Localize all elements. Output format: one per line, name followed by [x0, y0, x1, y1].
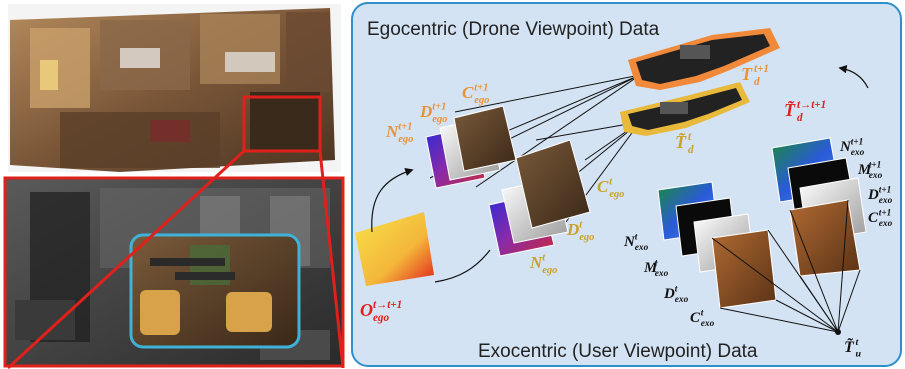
label-superscript: t→t+1 [797, 99, 826, 111]
label-d-ego-t1: Dt+1 ego [419, 101, 447, 124]
label-subscript: ego [609, 189, 624, 200]
drone-t-model [620, 82, 750, 136]
label-superscript: t+1 [754, 63, 769, 75]
exo-t-rgb-frame [711, 229, 777, 309]
label-superscript: t+1 [474, 82, 488, 93]
label-superscript: t [701, 308, 704, 318]
label-subscript: ego [474, 95, 489, 106]
label-subscript: exo [675, 295, 689, 305]
label-superscript: t+1 [879, 208, 892, 218]
label-superscript: t [579, 219, 583, 230]
label-base: T [741, 64, 753, 84]
label-subscript: ego [542, 265, 557, 276]
highlight-region-box [242, 95, 322, 153]
flow-arrow-bottom [434, 249, 491, 283]
label-superscript: t+1 [432, 101, 446, 112]
ego-labels: Ct+1 ego Dt+1 ego Nt+1 ego Ct ego Dt ego Nt eg… [360, 82, 624, 324]
house-reconstruction-view [8, 4, 341, 172]
ego-t1-frame-stack [425, 105, 517, 189]
label-subscript: d [688, 144, 694, 156]
exo-title: Exocentric (User Viewpoint) Data [478, 341, 758, 362]
label-superscript: t [635, 232, 638, 242]
label-superscript: t→t+1 [373, 299, 402, 311]
label-base: M [643, 260, 658, 276]
label-subscript: u [856, 348, 862, 359]
zoomed-room-view [3, 149, 345, 369]
label-subscript: exo [635, 243, 649, 253]
ego-t-frame-stack [488, 139, 591, 257]
label-superscript: t [609, 176, 613, 187]
label-n-ego-t1: Nt+1 ego [385, 121, 413, 144]
ego-title: Egocentric (Drone Viewpoint) Data [367, 19, 660, 40]
drone-t1-model [628, 28, 780, 90]
label-n-ego-t: Nt ego [529, 252, 557, 275]
label-base: M [857, 162, 872, 178]
label-subscript: d [754, 76, 760, 88]
label-base: T̃ [844, 337, 855, 356]
label-superscript: t+1 [869, 160, 882, 170]
label-base: N [839, 139, 852, 155]
label-superscript: t [542, 252, 546, 263]
label-subscript: ego [579, 232, 594, 243]
data-panel: Egocentric (Drone Viewpoint) Data Exocen… [351, 2, 902, 367]
flow-arrow-top [371, 167, 414, 233]
label-base: C [462, 83, 474, 102]
label-d-ego-t: Dt ego [566, 219, 594, 242]
user-camera-point [835, 329, 841, 335]
ego-t-rgb-frame [515, 139, 591, 229]
optical-flow-frame [355, 212, 434, 286]
label-subscript: exo [879, 219, 893, 229]
label-superscript: t+1 [398, 121, 412, 132]
label-subscript: ego [373, 312, 390, 324]
label-base: N [529, 253, 543, 272]
label-subscript: exo [879, 196, 893, 206]
user-projection-lines [711, 199, 861, 333]
label-c-ego-t: Ct ego [597, 176, 624, 199]
label-base: N [385, 122, 399, 141]
label-base: C [868, 210, 879, 226]
label-base: T̃ [675, 132, 687, 152]
label-base: D [663, 286, 675, 302]
label-base: C [597, 177, 609, 196]
label-superscript: t [856, 337, 859, 348]
label-subscript: exo [701, 319, 715, 329]
label-subscript: exo [869, 171, 883, 181]
label-superscript: t [675, 284, 678, 294]
label-base: T̃ [784, 100, 796, 120]
label-base: D [566, 220, 579, 239]
label-base: N [623, 234, 636, 250]
label-subscript: exo [851, 148, 865, 158]
label-base: D [867, 187, 879, 203]
label-subscript: d [797, 112, 803, 124]
exo-t1-frame-stack [771, 137, 867, 277]
label-subscript: ego [398, 134, 413, 145]
drone-motion-arrow [838, 64, 869, 89]
label-base: O [360, 300, 373, 320]
label-subscript: exo [655, 269, 669, 279]
label-base: D [419, 102, 432, 121]
label-c-ego-t1: Ct+1 ego [462, 82, 489, 105]
label-base: C [690, 310, 701, 326]
label-subscript: ego [432, 114, 447, 125]
label-superscript: t [688, 131, 692, 143]
label-superscript: t+1 [851, 137, 864, 147]
label-superscript: t+1 [879, 185, 892, 195]
label-superscript: t [655, 258, 658, 268]
